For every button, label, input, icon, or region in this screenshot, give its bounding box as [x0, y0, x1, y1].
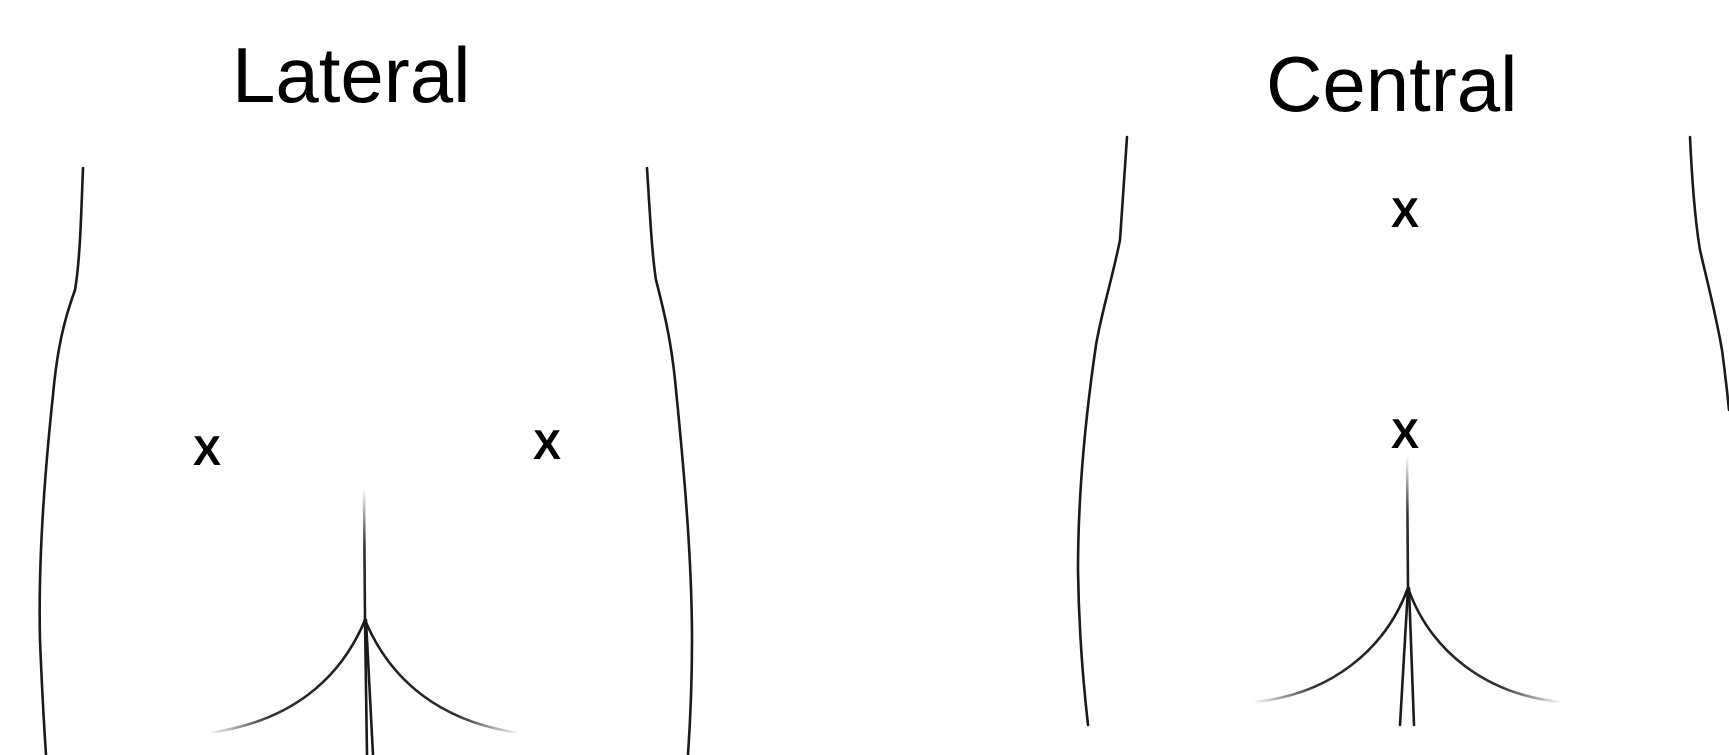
lateral-left-site-mark: X: [193, 430, 221, 472]
central-panel-title: Central: [1266, 45, 1517, 123]
lateral-body-outline: [40, 168, 692, 755]
lateral-right-buttock-crease: [365, 620, 520, 733]
central-right-buttock-crease: [1408, 588, 1562, 702]
central-gluteal-cleft-upper: [1407, 455, 1408, 588]
lateral-right-site-mark: X: [533, 424, 561, 466]
central-right-flank-line: [1690, 137, 1729, 410]
central-lower-site-mark: X: [1391, 413, 1419, 455]
central-left-flank-line: [1078, 137, 1127, 725]
lateral-left-buttock-crease: [208, 620, 365, 733]
lateral-panel-title: Lateral: [232, 36, 471, 114]
central-gluteal-cleft-lower-left: [1400, 588, 1408, 725]
lateral-left-flank-line: [40, 168, 83, 755]
central-left-buttock-crease: [1253, 588, 1408, 702]
central-gluteal-cleft-lower-right: [1409, 588, 1414, 725]
lateral-gluteal-cleft-upper: [364, 488, 365, 620]
lateral-right-flank-line: [647, 168, 692, 755]
central-upper-site-mark: X: [1391, 192, 1419, 234]
